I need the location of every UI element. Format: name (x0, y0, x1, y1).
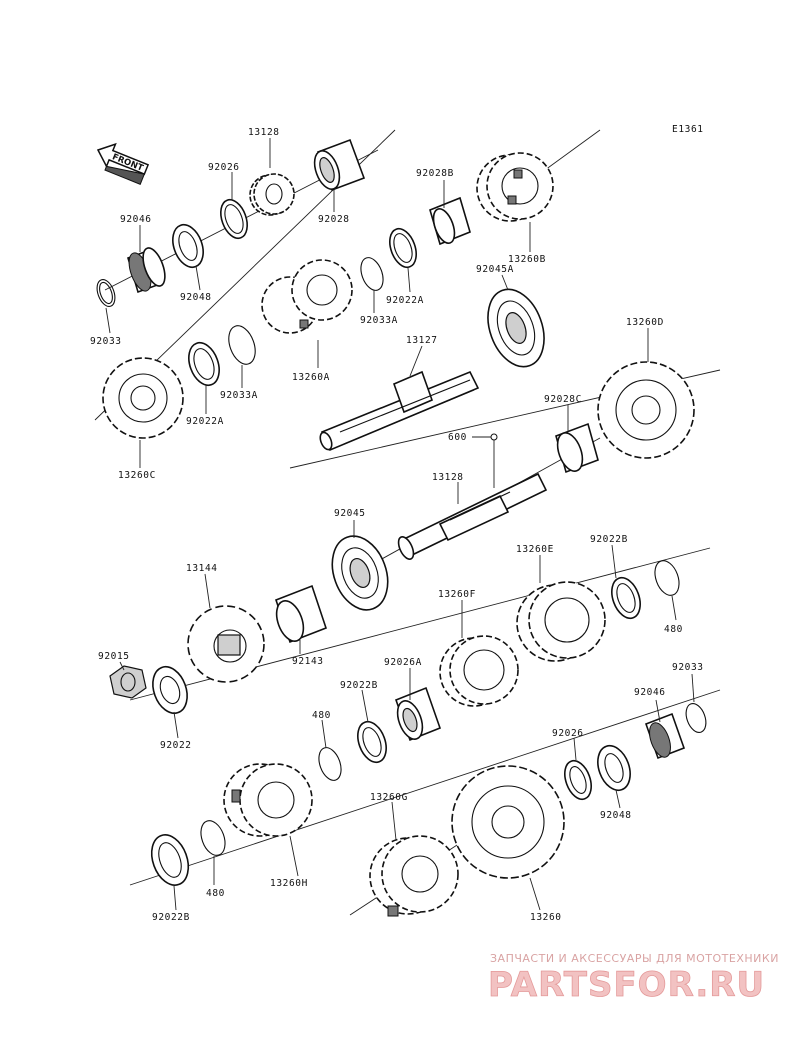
marker-600 (472, 433, 498, 488)
part-label: 92022 (160, 740, 192, 751)
bearing-92028 (313, 138, 366, 192)
part-label: 13260A (292, 372, 330, 383)
part-label: 92022B (590, 534, 628, 545)
part-label: 13128 (432, 472, 464, 483)
part-label: 13127 (406, 335, 438, 346)
washer-92026 (220, 198, 248, 240)
part-labels: 13128 92026 92028 92028B 13260B 92046 92… (90, 127, 704, 923)
collar-92143 (275, 584, 327, 644)
part-label: 13260H (270, 878, 308, 889)
part-label: 92022B (340, 680, 378, 691)
washer-92022A-lower (188, 341, 220, 387)
part-label: 13260E (516, 544, 554, 555)
gear-13260C (102, 357, 184, 439)
part-label: 92026A (384, 657, 422, 668)
part-label: 92015 (98, 651, 130, 662)
part-label: 13260 (530, 912, 562, 923)
part-label: 13260G (370, 792, 408, 803)
nut-92015 (109, 665, 147, 699)
front-arrow-icon: FRONT (96, 142, 150, 185)
gear-13260A (261, 259, 353, 334)
diagram-code: E1361 (672, 124, 704, 135)
watermark-brand: PARTSFOR.RU (488, 965, 765, 1005)
gear-13260H (223, 763, 313, 837)
part-label: 92022A (186, 416, 224, 427)
part-label: 92022B (152, 912, 190, 923)
watermark: ЗАПЧАСТИ И АКСЕССУАРЫ ДЛЯ МОТОТЕХНИКИ PA… (488, 952, 779, 1005)
circlip-92033A-upper (360, 257, 384, 291)
circlip-92033A-lower (228, 325, 256, 365)
part-label: 92026 (208, 162, 240, 173)
part-label: 13260B (508, 254, 546, 265)
part-label: 92048 (600, 810, 632, 821)
circlip-480-middle (318, 747, 342, 781)
part-label: 13144 (186, 563, 218, 574)
lockwasher-92022 (152, 665, 188, 715)
shaft-13128 (397, 472, 548, 560)
part-label: 92045 (334, 508, 366, 519)
part-label: 92045A (476, 264, 514, 275)
collar-92028B (429, 196, 471, 246)
washer-92022B-middle (357, 720, 387, 764)
part-label: 480 (206, 888, 225, 899)
sprocket-13144 (187, 605, 265, 683)
part-label: 92022A (386, 295, 424, 306)
bearing-92026A (394, 686, 442, 742)
shaft-13127 (319, 370, 480, 452)
ball-bearing-92045 (331, 535, 389, 611)
part-label: 92028B (416, 168, 454, 179)
needle-bearing-92046-right (644, 712, 686, 760)
circlip-92033-right (685, 703, 707, 733)
part-label: 92048 (180, 292, 212, 303)
part-label: 92033A (360, 315, 398, 326)
leader-lines (105, 138, 695, 911)
part-label: 92026 (552, 728, 584, 739)
part-label: 600 (448, 432, 467, 443)
washer-92022A-upper (389, 227, 417, 269)
part-label: 92028 (318, 214, 350, 225)
collar-92048-right (597, 744, 631, 792)
collar-92048 (172, 223, 204, 269)
needle-bearing-92046 (127, 247, 166, 294)
gear-13260D (597, 361, 695, 459)
part-label: 92028C (544, 394, 582, 405)
part-label: 92033 (90, 336, 122, 347)
part-label: 13260F (438, 589, 476, 600)
gear-13260G (369, 835, 459, 917)
gear-13260 (451, 765, 565, 879)
collar-92028C (555, 422, 599, 474)
circlip-92033 (96, 279, 116, 307)
circlip-480-lower (200, 820, 226, 856)
washer-92022B-right (611, 576, 641, 620)
part-label: 480 (312, 710, 331, 721)
part-label: 13260C (118, 470, 156, 481)
part-label: 92033A (220, 390, 258, 401)
part-label: 13260D (626, 317, 664, 328)
gear-13128-small (249, 173, 295, 216)
part-label: 92046 (634, 687, 666, 698)
part-label: 13128 (248, 127, 280, 138)
washer-92026-right (564, 759, 592, 801)
ball-bearing-92045A (487, 288, 545, 368)
gear-13260F (439, 635, 519, 707)
part-label: 92046 (120, 214, 152, 225)
watermark-subtitle: ЗАПЧАСТИ И АКСЕССУАРЫ ДЛЯ МОТОТЕХНИКИ (490, 952, 779, 965)
part-label: 92033 (672, 662, 704, 673)
part-label: 92143 (292, 656, 324, 667)
circlip-480-right (654, 560, 680, 596)
gear-13260B (476, 152, 554, 222)
part-label: 480 (664, 624, 683, 635)
gear-13260E (516, 581, 606, 662)
washer-92022B-lower (150, 834, 190, 886)
